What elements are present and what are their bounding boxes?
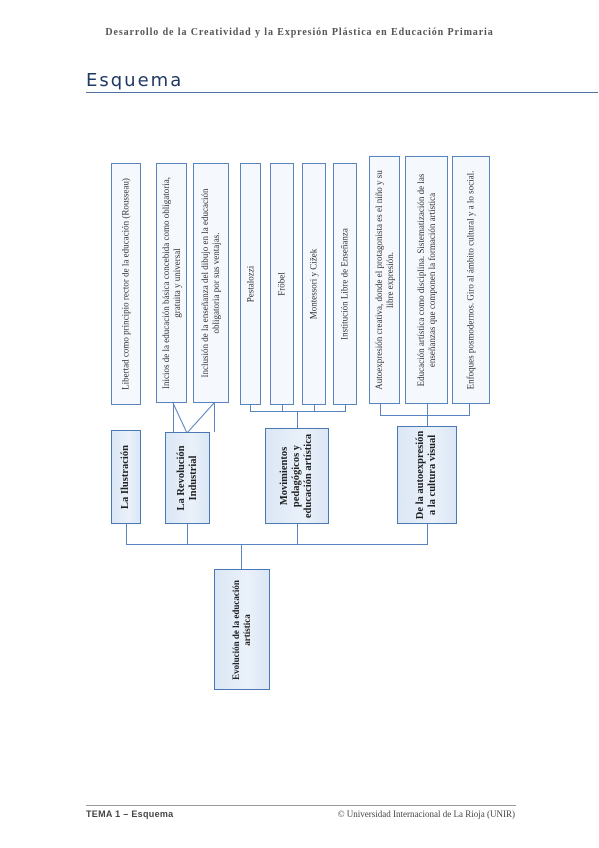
group-label: La Ilustración (120, 445, 131, 509)
footer-divider (86, 805, 516, 806)
connector (380, 403, 381, 416)
connector (187, 524, 188, 545)
footer-right: © Universidad Internacional de La Rioja … (337, 809, 515, 819)
leaf-text: Institución Libre de Enseñanza (339, 228, 350, 340)
connector (126, 524, 127, 545)
connector (297, 411, 298, 428)
connector (241, 544, 242, 570)
group-label: La Revolución Industrial (175, 445, 199, 511)
branch-connector (172, 402, 215, 434)
connector (427, 415, 428, 426)
connector (297, 524, 298, 545)
leaf-box: Inclusión de la enseñanza del dibujo en … (193, 163, 229, 403)
running-header: Desarrollo de la Creatividad y la Expres… (105, 27, 494, 38)
group-box-movimientos: Movimientos pedagógicos y educación artí… (265, 428, 329, 524)
leaf-box: Libertad como principio rector de la edu… (111, 163, 141, 405)
connector (250, 404, 251, 412)
page-title: Esquema (86, 70, 184, 91)
leaf-text: Autoexpresión creativa, donde el protago… (373, 170, 395, 390)
leaf-box: Institución Libre de Enseñanza (333, 163, 357, 405)
leaf-text: Enfoques posmodernos. Giro al ámbito cul… (465, 170, 476, 390)
group-box-autoexpresion: De la autoexpresión a la cultura visual (397, 426, 457, 524)
group-label: Movimientos pedagógicos y educación artí… (279, 433, 314, 519)
leaf-box: Pestalozzi (240, 163, 261, 405)
leaf-box: Autoexpresión creativa, donde el protago… (369, 156, 400, 404)
connector (214, 402, 215, 432)
leaf-box: Educación artística como disciplina. Sis… (405, 156, 448, 404)
leaf-box: Inicios de la educación básica concebida… (156, 163, 187, 403)
leaf-text: Libertad como principio rector de la edu… (120, 178, 131, 390)
connector (469, 403, 470, 416)
leaf-box: Montessori y Cižek (302, 163, 326, 405)
connector (250, 411, 346, 412)
leaf-box: Fröbel (270, 163, 294, 405)
connector (427, 403, 428, 416)
title-divider (86, 92, 598, 93)
leaf-text: Montessori y Cižek (308, 248, 319, 320)
group-label: De la autoexpresión a la cultura visual (415, 430, 438, 520)
connector (380, 415, 470, 416)
footer-left: TEMA 1 – Esquema (86, 809, 174, 819)
group-box-revolucion: La Revolución Industrial (165, 432, 210, 524)
leaf-text: Inicios de la educación básica concebida… (160, 177, 182, 389)
connector (282, 404, 283, 412)
leaf-text: Fröbel (276, 272, 287, 296)
group-box-ilustracion: La Ilustración (111, 430, 141, 524)
connector (126, 544, 428, 545)
connector (314, 404, 315, 412)
leaf-box: Enfoques posmodernos. Giro al ámbito cul… (452, 156, 490, 404)
leaf-text: Educación artística como disciplina. Sis… (415, 173, 437, 387)
leaf-text: Inclusión de la enseñanza del dibujo en … (200, 188, 221, 378)
leaf-text: Pestalozzi (245, 265, 255, 303)
connector (173, 402, 174, 432)
root-box: Evolución de la educación artística (214, 569, 270, 690)
connector (345, 404, 346, 412)
connector (427, 524, 428, 545)
root-label: Evolución de la educación artística (231, 579, 252, 680)
